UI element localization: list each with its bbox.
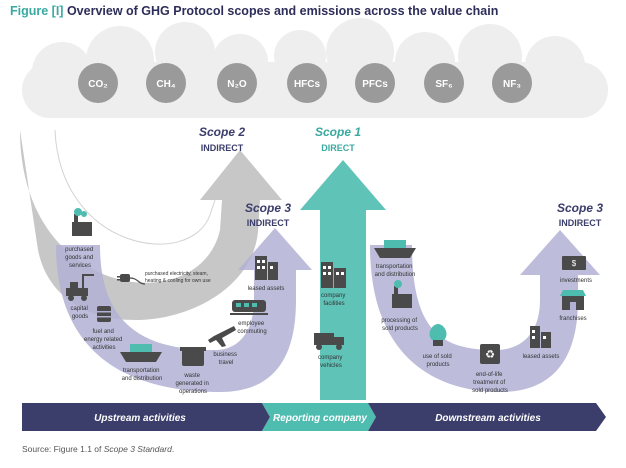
waste-bin-icon bbox=[180, 347, 206, 366]
purchased-electricity-label: purchased electricity, steam, heating & … bbox=[145, 271, 211, 284]
source-note: Source: Figure 1.1 of Scope 3 Standard. bbox=[22, 444, 174, 454]
company-items: company facilities company vehicles bbox=[314, 262, 347, 369]
use-of-sold-products-label: use of sold products bbox=[423, 354, 454, 368]
recycle-bin-icon: ♻ bbox=[480, 344, 500, 364]
scope2-arrow bbox=[20, 129, 282, 321]
gas-bubble-ch4: CH₄ bbox=[146, 63, 186, 103]
lightbulb-icon bbox=[429, 324, 447, 346]
scope1-type: DIRECT bbox=[321, 143, 355, 153]
scope2-type: INDIRECT bbox=[201, 143, 244, 153]
svg-text:♻: ♻ bbox=[485, 349, 495, 361]
gas-label: CO₂ bbox=[88, 79, 107, 90]
gas-bubble-pfcs: PFCs bbox=[355, 63, 395, 103]
figure-title-text: Overview of GHG Protocol scopes and emis… bbox=[66, 4, 499, 18]
scope3-downstream-arrow bbox=[370, 230, 600, 392]
investments-label: investments bbox=[560, 278, 592, 284]
gas-bubble-nf3: NF₃ bbox=[492, 63, 532, 103]
company-truck-icon bbox=[314, 333, 344, 350]
svg-text:$: $ bbox=[572, 259, 577, 268]
gas-bubble-n2o: N₂O bbox=[217, 63, 257, 103]
gas-label: N₂O bbox=[227, 79, 247, 90]
reporting-label: Reporting company bbox=[273, 413, 367, 424]
plane-icon bbox=[208, 326, 236, 347]
figure-label: Figure [I] bbox=[10, 4, 64, 18]
gas-label: HFCs bbox=[294, 79, 321, 90]
processing-label: processing of sold products bbox=[381, 318, 418, 332]
source-suffix: . bbox=[171, 444, 175, 454]
scope2-name: Scope 2 bbox=[199, 125, 245, 139]
capital-goods-label: capital goods bbox=[70, 306, 89, 320]
upstream-transport-label: transportation and distribution bbox=[122, 368, 163, 382]
scope3-downstream-type: INDIRECT bbox=[559, 218, 602, 228]
downstream-segment bbox=[368, 403, 606, 431]
downstream-items: transportation and distribution processi… bbox=[374, 240, 592, 394]
processing-factory-icon bbox=[392, 280, 412, 308]
employee-commuting-label: employee commuting bbox=[237, 321, 266, 335]
source-prefix: Source: Figure 1.1 of bbox=[22, 444, 104, 454]
scope3-upstream-type: INDIRECT bbox=[247, 218, 290, 228]
company-building-icon bbox=[321, 262, 346, 288]
gas-bubble-sf6: SF₆ bbox=[424, 63, 464, 103]
company-vehicles-label: company vehicles bbox=[318, 355, 344, 369]
gas-label: NF₃ bbox=[503, 79, 521, 90]
gas-bubble-hfcs: HFCs bbox=[287, 63, 327, 103]
business-travel-label: business travel bbox=[213, 352, 238, 366]
upstream-label: Upstream activities bbox=[94, 413, 186, 424]
source-doc: Scope 3 Standard bbox=[103, 444, 172, 454]
company-facilities-label: company facilities bbox=[321, 293, 347, 307]
capital-goods-icon bbox=[66, 274, 94, 301]
gas-label: PFCs bbox=[362, 79, 388, 90]
waste-label: waste generated in operations bbox=[175, 373, 210, 395]
upstream-segment bbox=[22, 403, 270, 431]
gas-bubble-co2: CO₂ bbox=[78, 63, 118, 103]
downstream-buildings-icon bbox=[530, 326, 551, 348]
figure-title: Figure [I] Overview of GHG Protocol scop… bbox=[10, 4, 498, 18]
money-icon: $ bbox=[562, 256, 586, 270]
upstream-leased-assets-label: leased assets bbox=[248, 286, 285, 292]
downstream-label: Downstream activities bbox=[435, 413, 541, 424]
factory-icon bbox=[72, 208, 92, 236]
plug-icon bbox=[117, 274, 146, 285]
upstream-items: purchased goods and services capital goo… bbox=[65, 208, 284, 395]
downstream-ship-icon bbox=[374, 240, 416, 258]
end-of-life-label: end-of-life treatment of sold products bbox=[472, 372, 508, 394]
scope-labels: Scope 2 INDIRECT Scope 1 DIRECT Scope 3 … bbox=[199, 125, 603, 228]
activities-bar: Upstream activities Reporting company Do… bbox=[22, 403, 606, 431]
scope3-upstream-arrow bbox=[56, 228, 312, 392]
gas-label: CH₄ bbox=[156, 79, 175, 90]
scope1-name: Scope 1 bbox=[315, 125, 361, 139]
scope3-upstream-name: Scope 3 bbox=[245, 201, 291, 215]
fuel-energy-label: fuel and energy related activities bbox=[84, 329, 124, 351]
ship-icon bbox=[120, 344, 162, 362]
scope3-downstream-name: Scope 3 bbox=[557, 201, 603, 215]
purchased-goods-label: purchased goods and services bbox=[65, 247, 95, 269]
fuel-barrel-icon bbox=[97, 306, 111, 322]
downstream-transport-label: transportation and distribution bbox=[375, 264, 416, 278]
downstream-leased-assets-label: leased assets bbox=[523, 354, 560, 360]
reporting-segment bbox=[262, 403, 376, 431]
franchises-label: franchises bbox=[559, 316, 586, 322]
gas-label: SF₆ bbox=[435, 79, 452, 90]
leased-buildings-icon bbox=[255, 256, 278, 280]
train-icon bbox=[230, 300, 268, 315]
storefront-icon bbox=[560, 290, 586, 310]
gas-bubbles: CO₂ CH₄ N₂O HFCs PFCs SF₆ bbox=[78, 63, 532, 103]
